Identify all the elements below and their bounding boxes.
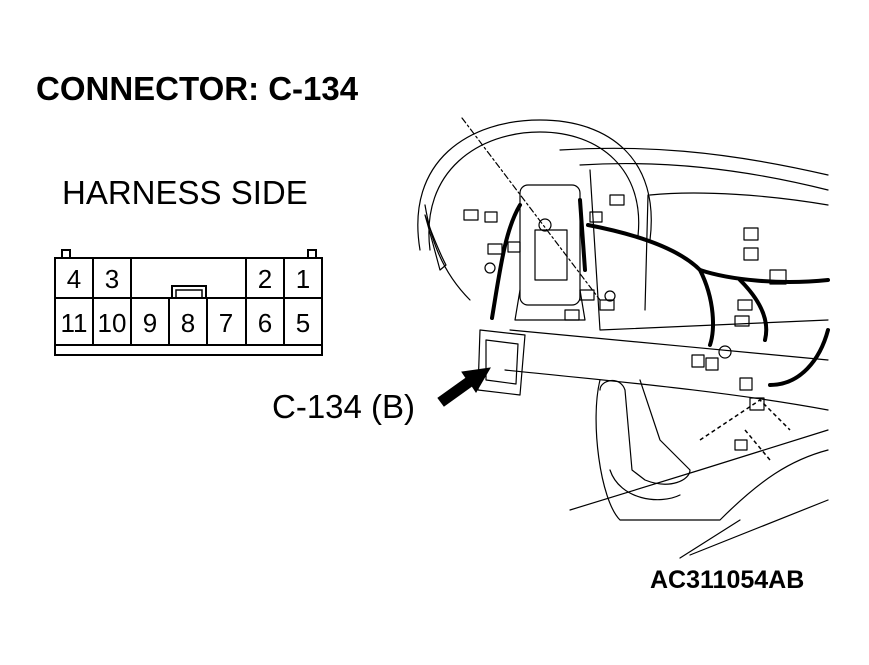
pin-label: 9 bbox=[143, 308, 157, 338]
pin-label: 6 bbox=[258, 308, 272, 338]
connector-outline bbox=[54, 249, 323, 356]
connector-title: CONNECTOR: C-134 bbox=[36, 70, 359, 107]
figure-id: AC311054AB bbox=[650, 566, 805, 594]
steering-wheel-rim bbox=[417, 119, 652, 251]
connector-callout-label: C-134 (B) bbox=[272, 388, 416, 425]
pin-label: 3 bbox=[105, 264, 119, 294]
pin-label: 2 bbox=[258, 264, 272, 294]
pin-label: 10 bbox=[98, 308, 127, 338]
harness-side-label: HARNESS SIDE bbox=[62, 174, 308, 211]
pin-label: 5 bbox=[296, 308, 310, 338]
pin-label: 8 bbox=[181, 308, 195, 338]
pin-label: 7 bbox=[219, 308, 233, 338]
pin-label: 11 bbox=[61, 308, 88, 338]
callout-arrow bbox=[437, 367, 491, 407]
pin-label: 1 bbox=[296, 264, 310, 294]
pin-cell-5 bbox=[283, 297, 323, 346]
pin-label: 4 bbox=[67, 264, 81, 294]
